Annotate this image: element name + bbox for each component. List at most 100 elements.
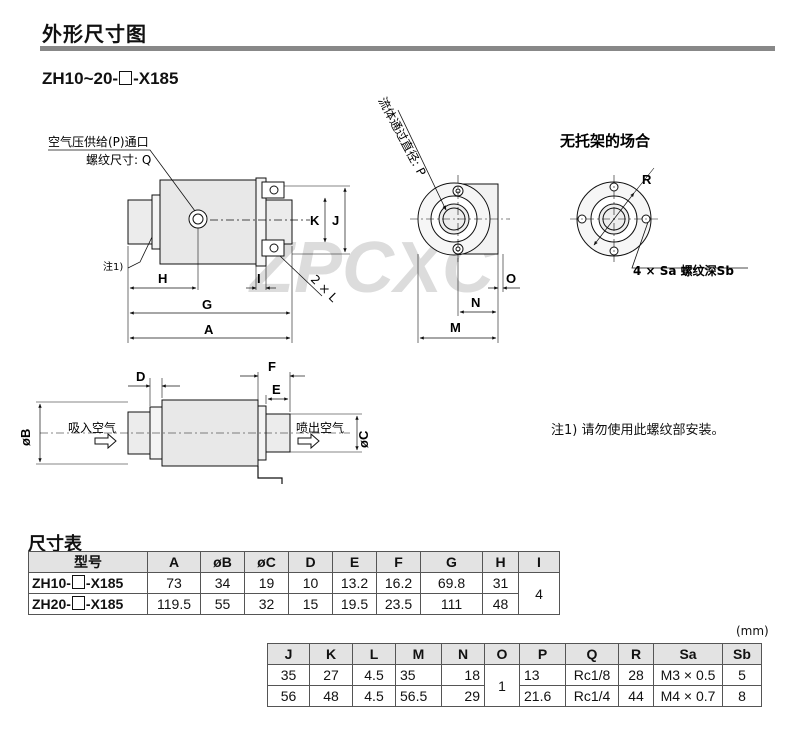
cell-m: 56.5 — [395, 685, 442, 707]
model-prefix: ZH10~20- — [42, 69, 119, 88]
cell-q: Rc1/4 — [565, 685, 619, 707]
cell-n: 18 — [441, 664, 485, 686]
cell-d: 10 — [288, 572, 333, 594]
port-label-line2: 螺纹尺寸: Q — [86, 153, 151, 167]
col-header: M — [395, 643, 442, 665]
table-header-row: J K L M N O P Q R Sa Sb — [267, 643, 762, 665]
dim-g: G — [202, 297, 212, 312]
note-ref-label: 注1) — [103, 260, 123, 273]
no-bracket-title: 无托架的场合 — [559, 132, 651, 150]
cell-j: 56 — [267, 685, 310, 707]
col-header: F — [376, 551, 421, 573]
dimension-drawing: ZPCXC 空气压供给(P)通口 螺纹尺寸: Q 注1) — [18, 95, 748, 484]
table-row: 56 48 4.5 56.5 29 21.6 Rc1/4 44 M4 × 0.7… — [267, 685, 762, 707]
cell-l: 4.5 — [352, 664, 396, 686]
col-header: H — [482, 551, 519, 573]
cell-c: 32 — [244, 593, 289, 615]
dimension-table-2: J K L M N O P Q R Sa Sb 35 27 4.5 35 18 … — [267, 643, 762, 707]
col-header: 型号 — [28, 551, 148, 573]
cell-q: Rc1/8 — [565, 664, 619, 686]
dim-d: D — [136, 369, 145, 384]
cell-b: 55 — [200, 593, 245, 615]
col-header: J — [267, 643, 310, 665]
title-underline — [40, 46, 775, 51]
col-header: øC — [244, 551, 289, 573]
table-row: ZH20--X185 119.5 55 32 15 19.5 23.5 111 … — [28, 593, 560, 615]
cell-h: 31 — [482, 572, 519, 594]
cell-p: 13 — [519, 664, 566, 686]
cell-o-shared: 1 — [484, 664, 520, 707]
placeholder-box-icon — [71, 575, 85, 589]
cell-i-shared: 4 — [518, 572, 560, 615]
cell-f: 16.2 — [376, 572, 421, 594]
cell-j: 35 — [267, 664, 310, 686]
installation-note: 注1) 请勿使用此螺纹部安装。 — [551, 423, 725, 438]
dim-k: K — [310, 213, 320, 228]
dimension-table-1: 型号 A øB øC D E F G H I ZH10--X185 73 34 … — [28, 551, 560, 615]
model-heading: ZH10~20- -X185 — [42, 69, 178, 89]
front-view — [48, 149, 350, 343]
model-suffix: -X185 — [133, 69, 179, 88]
dim-f: F — [268, 359, 276, 374]
cell-d: 15 — [288, 593, 333, 615]
dim-r: R — [642, 172, 652, 187]
dim-o: O — [506, 271, 516, 286]
dim-e: E — [272, 382, 281, 397]
dim-m: M — [450, 320, 461, 335]
cell-g: 69.8 — [420, 572, 483, 594]
col-header: O — [484, 643, 520, 665]
cell-h: 48 — [482, 593, 519, 615]
cell-g: 111 — [420, 593, 483, 615]
col-header: Sb — [722, 643, 762, 665]
model-cell: ZH10--X185 — [28, 572, 148, 594]
cell-b: 34 — [200, 572, 245, 594]
col-header: P — [519, 643, 566, 665]
cell-p: 21.6 — [519, 685, 566, 707]
cell-m: 35 — [395, 664, 442, 686]
placeholder-box-icon — [71, 596, 85, 610]
dim-n: N — [471, 295, 480, 310]
col-header: D — [288, 551, 333, 573]
flow-path-label: 流体通过直径: P — [375, 95, 428, 178]
unit-label: (mm) — [736, 624, 769, 638]
col-header: A — [147, 551, 201, 573]
cell-a: 119.5 — [147, 593, 201, 615]
cell-f: 23.5 — [376, 593, 421, 615]
dim-a: A — [204, 322, 214, 337]
no-bracket-view — [570, 167, 748, 269]
cell-c: 19 — [244, 572, 289, 594]
side-view-bracket — [397, 109, 520, 343]
page-title: 外形尺寸图 — [42, 22, 147, 46]
cell-e: 13.2 — [332, 572, 377, 594]
model-cell: ZH20--X185 — [28, 593, 148, 615]
col-header: I — [518, 551, 560, 573]
dim-b: øB — [18, 429, 33, 446]
col-header: L — [352, 643, 396, 665]
suction-label: 吸入空气 — [68, 420, 116, 435]
dim-h: H — [158, 271, 167, 286]
col-header: Sa — [653, 643, 723, 665]
cell-sb: 8 — [722, 685, 762, 707]
col-header: K — [309, 643, 353, 665]
dim-c: øC — [356, 430, 371, 448]
dim-i: I — [257, 271, 261, 286]
cell-r: 28 — [618, 664, 654, 686]
cell-sa: M3 × 0.5 — [653, 664, 723, 686]
dim-j: J — [332, 213, 339, 228]
cell-k: 27 — [309, 664, 353, 686]
dimension-table-title: 尺寸表 — [28, 534, 82, 555]
col-header: Q — [565, 643, 619, 665]
port-label-line1: 空气压供给(P)通口 — [48, 134, 149, 149]
bottom-view — [36, 372, 362, 484]
col-header: E — [332, 551, 377, 573]
col-header: G — [420, 551, 483, 573]
cell-sb: 5 — [722, 664, 762, 686]
cell-n: 29 — [441, 685, 485, 707]
exhaust-label: 喷出空气 — [296, 420, 344, 435]
col-header: R — [618, 643, 654, 665]
cell-e: 19.5 — [332, 593, 377, 615]
cell-k: 48 — [309, 685, 353, 707]
cell-r: 44 — [618, 685, 654, 707]
col-header: N — [441, 643, 485, 665]
cell-l: 4.5 — [352, 685, 396, 707]
